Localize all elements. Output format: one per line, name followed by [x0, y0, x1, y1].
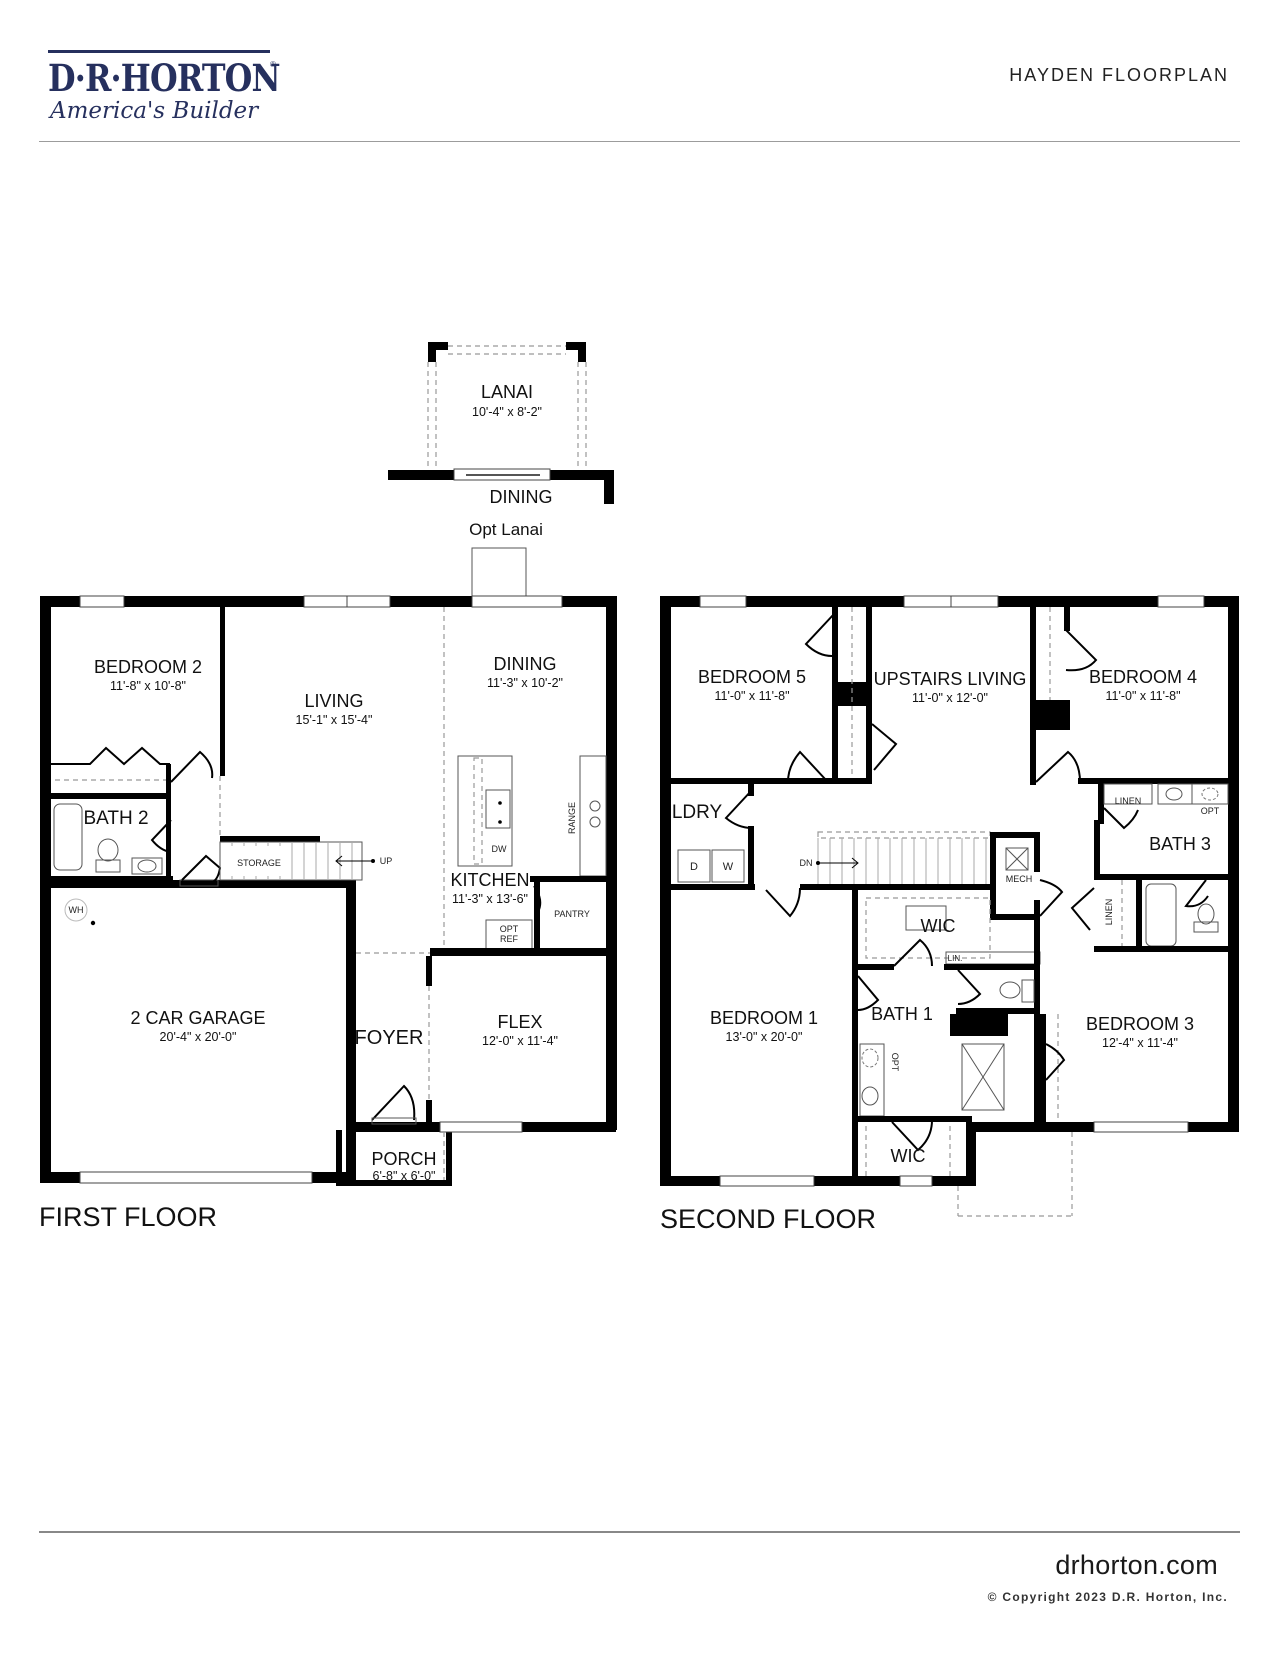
room-dims-lanai: 10'-4" x 8'-2" — [472, 405, 542, 419]
room-label-upstairs-living: UPSTAIRS LIVING — [874, 669, 1027, 689]
opt-label-bath1: OPT — [890, 1053, 900, 1072]
room-dims-porch: 6'-8" x 6'-0" — [373, 1169, 436, 1183]
water-heater-label: WH — [69, 905, 84, 915]
room-dims-living: 15'-1" x 15'-4" — [296, 713, 373, 727]
storage-label: STORAGE — [237, 858, 281, 868]
room-label-bedroom1: BEDROOM 1 — [710, 1008, 818, 1028]
room-dims-garage: 20'-4" x 20'-0" — [160, 1030, 237, 1044]
range-label: RANGE — [567, 802, 577, 834]
opt-ref-label-2: REF — [500, 934, 519, 944]
room-dims-bedroom1: 13'-0" x 20'-0" — [726, 1030, 803, 1044]
room-label-kitchen: KITCHEN — [450, 870, 529, 890]
room-label-laundry: LDRY — [672, 802, 723, 823]
stair-up-label: UP — [380, 856, 393, 866]
room-label-bedroom3: BEDROOM 3 — [1086, 1014, 1194, 1034]
room-label-bath1: BATH 1 — [871, 1004, 933, 1024]
room-label-wic-lower: WIC — [891, 1146, 926, 1166]
room-label-living: LIVING — [304, 691, 363, 711]
room-label-bath3: BATH 3 — [1149, 834, 1211, 854]
room-dims-bedroom5: 11'-0" x 11'-8" — [714, 689, 789, 703]
room-label-lanai: LANAI — [481, 382, 533, 402]
opt-ref-label-1: OPT — [500, 924, 519, 934]
opt-lanai-label: Opt Lanai — [469, 520, 543, 539]
drhorton-logo: D·R·HORTON ® America's Builder — [48, 50, 281, 132]
opt-label-bath3: OPT — [1201, 806, 1220, 816]
room-label-flex: FLEX — [497, 1012, 542, 1032]
mech-label: MECH — [1006, 874, 1033, 884]
room-label-garage: 2 CAR GARAGE — [130, 1008, 265, 1028]
copyright-text: © Copyright 2023 D.R. Horton, Inc. — [987, 1590, 1228, 1604]
room-dims-bedroom2: 11'-8" x 10'-8" — [110, 679, 186, 693]
room-label-bedroom4: BEDROOM 4 — [1089, 667, 1197, 687]
room-label-bedroom5: BEDROOM 5 — [698, 667, 806, 687]
lanai-area: LANAI 10'-4" x 8'-2" DINING Opt Lanai — [388, 342, 614, 599]
washer-label: W — [723, 861, 734, 873]
room-dims-dining: 11'-3" x 10'-2" — [487, 676, 563, 690]
logo-brand-text: D·R·HORTON — [48, 56, 281, 100]
room-label-foyer: FOYER — [355, 1027, 424, 1049]
room-label-bath2: BATH 2 — [83, 808, 148, 829]
logo-tagline: America's Builder — [50, 98, 259, 124]
pantry-label: PANTRY — [554, 909, 590, 919]
room-label-dining: DINING — [494, 654, 557, 674]
first-floor: LANAI 10'-4" x 8'-2" DINING Opt Lanai — [39, 342, 617, 1232]
dryer-label: D — [690, 861, 698, 873]
linen-label-2: LINEN — [1104, 899, 1114, 926]
page-title: HAYDEN FLOORPLAN — [1009, 65, 1229, 85]
room-dims-bedroom3: 12'-4" x 11'-4" — [1102, 1036, 1178, 1050]
room-dims-kitchen: 11'-3" x 13'-6" — [452, 892, 528, 906]
first-floor-label: FIRST FLOOR — [39, 1202, 217, 1232]
linen-label-3: LIN. — [948, 954, 963, 963]
footer-divider — [39, 1531, 1240, 1533]
logo-rule — [48, 50, 270, 53]
room-dims-flex: 12'-0" x 11'-4" — [482, 1034, 558, 1048]
linen-label-1: LINEN — [1115, 796, 1142, 806]
room-label-bedroom2: BEDROOM 2 — [94, 657, 202, 677]
room-dims-upstairs-living: 11'-0" x 12'-0" — [912, 691, 988, 705]
room-label-porch: PORCH — [371, 1149, 436, 1169]
stair-down-label: DN — [800, 858, 813, 868]
header-divider — [39, 141, 1240, 142]
room-dims-bedroom4: 11'-0" x 11'-8" — [1105, 689, 1180, 703]
website-link[interactable]: drhorton.com — [1055, 1550, 1218, 1580]
room-label-wic-upper: WIC — [921, 916, 956, 936]
second-floor: D W LDRY DN MECH — [660, 595, 1239, 1234]
room-label-lanai-dining: DINING — [490, 487, 553, 507]
second-floor-label: SECOND FLOOR — [660, 1204, 876, 1234]
dishwasher-label: DW — [492, 844, 507, 854]
registered-mark: ® — [270, 60, 276, 69]
